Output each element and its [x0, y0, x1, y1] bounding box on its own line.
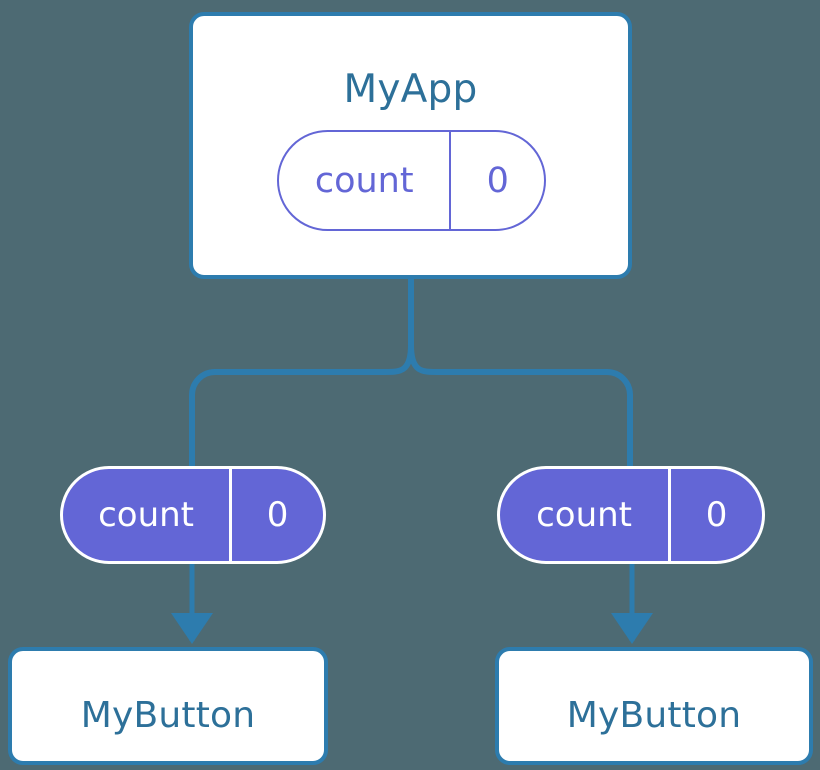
prop-pill-left-count[interactable]: count 0	[60, 466, 326, 564]
component-card-mybutton-right[interactable]: MyButton	[495, 647, 813, 765]
edge-branch-left	[189, 369, 216, 470]
component-title-mybutton-left: MyButton	[80, 695, 256, 736]
component-card-mybutton-left[interactable]: MyButton	[8, 647, 328, 765]
state-pill-myapp-count[interactable]: count 0	[277, 130, 546, 231]
component-card-myapp[interactable]: MyApp	[189, 12, 632, 279]
edge-branch-right	[606, 369, 633, 470]
prop-pill-right-count[interactable]: count 0	[497, 466, 765, 564]
edge-split-left	[215, 344, 414, 375]
edge-split-right	[408, 344, 607, 375]
component-title-mybutton-right: MyButton	[566, 695, 742, 736]
arrow-left-head	[171, 613, 213, 644]
arrow-right-head	[611, 613, 653, 644]
prop-pill-value: 0	[266, 495, 289, 535]
prop-pill-value: 0	[705, 495, 728, 535]
prop-pill-key: count	[63, 469, 233, 561]
prop-pill-key: count	[500, 469, 672, 561]
state-pill-key: count	[279, 132, 452, 229]
state-pill-value: 0	[486, 160, 509, 201]
component-title-myapp: MyApp	[343, 67, 478, 112]
